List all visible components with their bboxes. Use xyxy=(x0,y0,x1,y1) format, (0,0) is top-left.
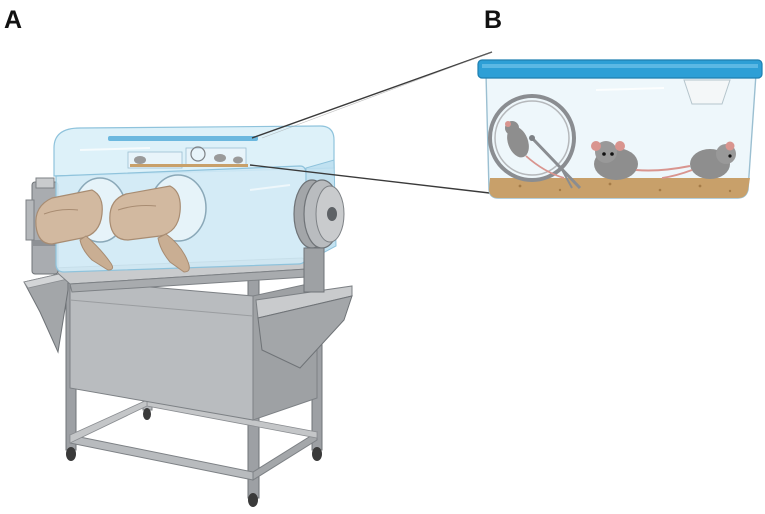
zoom-callout-lines xyxy=(249,51,499,195)
isolator-glovebox-illustration xyxy=(23,125,353,507)
mouse-icon xyxy=(591,141,691,180)
glove-left xyxy=(35,189,114,271)
side-shelves xyxy=(23,271,353,369)
mouse-cage-illustration xyxy=(477,59,763,199)
running-wheel-icon xyxy=(488,94,582,190)
mouse-icon xyxy=(661,141,736,179)
glove-right xyxy=(109,185,190,273)
caster-wheel-icon xyxy=(66,447,76,461)
caster-wheel-icon xyxy=(143,408,151,420)
panel-label-a: A xyxy=(4,6,22,34)
caster-wheel-icon xyxy=(248,493,258,507)
cage-lid xyxy=(477,59,763,79)
mouse-icon xyxy=(505,121,565,179)
panel-label-b: B xyxy=(484,6,502,34)
stand-lower-rails xyxy=(69,399,318,481)
caster-wheel-icon xyxy=(312,447,322,461)
transfer-port xyxy=(293,179,345,293)
